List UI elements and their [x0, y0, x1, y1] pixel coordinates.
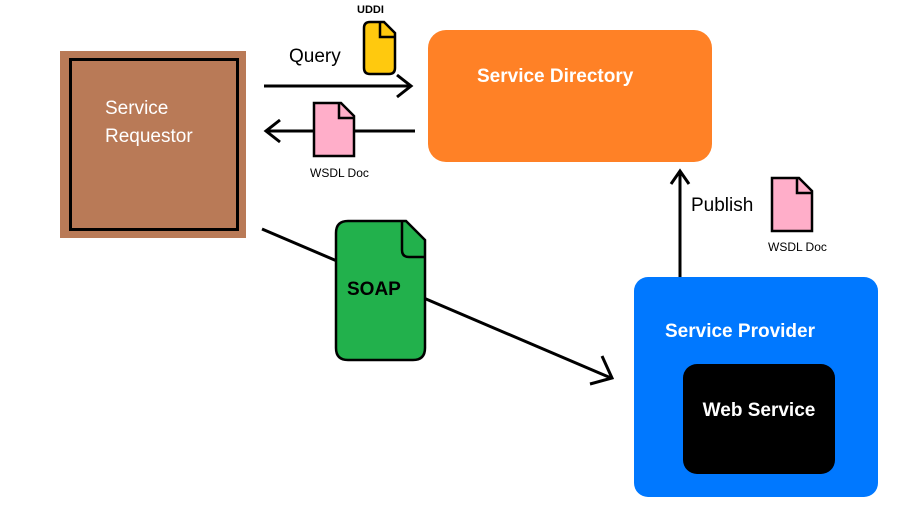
service-provider-box: Service Provider Web Service [634, 277, 878, 497]
wsdl-doc-label-left: WSDL Doc [310, 166, 369, 180]
soap-document-icon [334, 219, 427, 362]
web-service-box: Web Service [683, 364, 835, 474]
service-requestor-border: Service Requestor [69, 58, 239, 231]
service-requestor-label: Service Requestor [105, 98, 193, 147]
soap-label: SOAP [347, 279, 401, 300]
wsdl-document-icon-right [770, 176, 814, 233]
soap-arrow [261, 227, 615, 386]
publish-label: Publish [691, 195, 754, 216]
service-provider-label: Service Provider [665, 321, 815, 342]
query-arrow [264, 73, 414, 99]
wsdl-document-icon-left [312, 101, 356, 158]
wsdl-doc-label-right: WSDL Doc [768, 240, 827, 254]
service-requestor-box: Service Requestor [60, 51, 246, 238]
service-directory-label: Service Directory [477, 66, 634, 87]
uddi-document-icon [362, 20, 397, 76]
query-label: Query [289, 46, 341, 67]
service-directory-box: Service Directory [428, 30, 712, 162]
publish-arrow [669, 168, 691, 279]
uddi-label: UDDI [357, 4, 384, 16]
web-service-label: Web Service [702, 400, 816, 421]
